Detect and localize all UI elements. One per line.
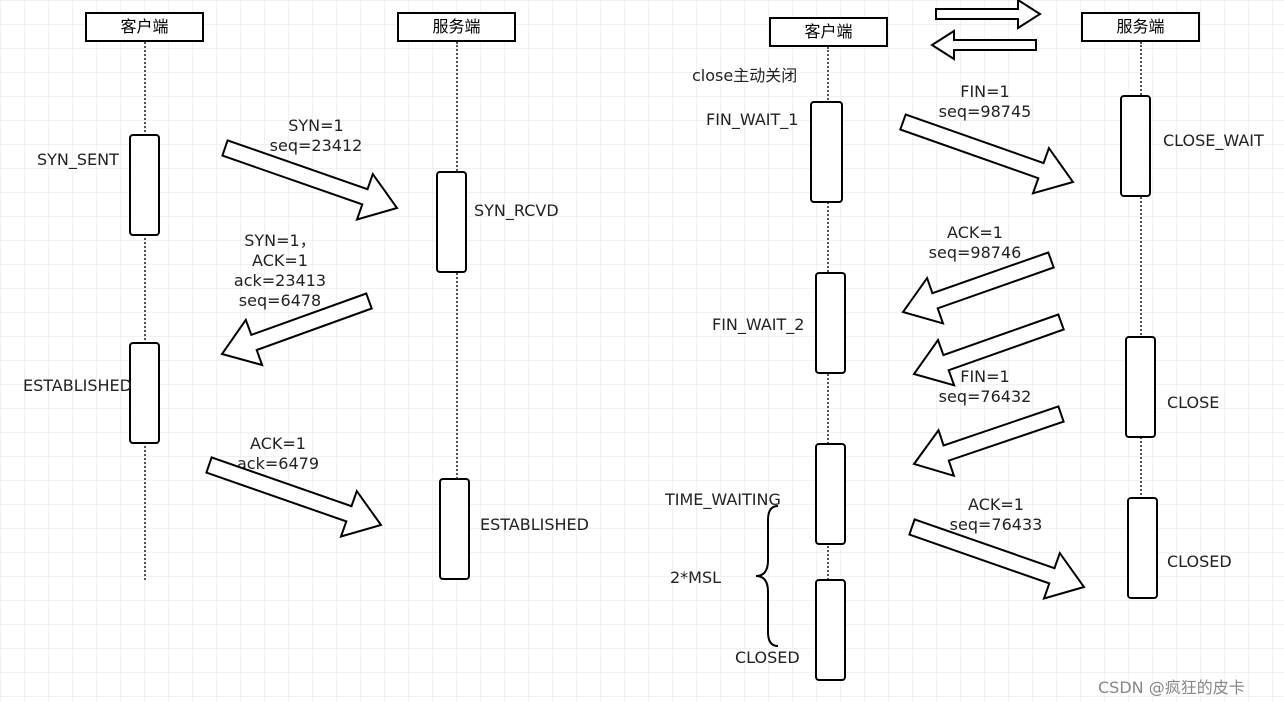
msg-fin2-label: FIN=1 seq=76432 <box>925 367 1045 407</box>
msg-fin1-label: FIN=1 seq=98745 <box>925 82 1045 122</box>
right-server-title: 服务端 <box>1116 17 1165 36</box>
msg-fin2-line2: seq=76432 <box>938 387 1032 406</box>
left-client-activation-2 <box>129 342 160 444</box>
msg-ack-line1: ACK=1 <box>250 434 306 453</box>
right-server-header: 服务端 <box>1081 12 1200 42</box>
state-server-closed: CLOSED <box>1167 552 1232 571</box>
msg-syn-line1: SYN=1 <box>288 116 344 135</box>
state-client-closed: CLOSED <box>735 648 800 667</box>
arrow-synack <box>220 292 373 367</box>
right-client-activation-4 <box>815 579 846 681</box>
msg-synack-label: SYN=1， ACK=1 ack=23413 seq=6478 <box>220 231 340 311</box>
left-client-lifeline <box>144 42 146 580</box>
msg-ack-line2: ack=6479 <box>237 454 319 473</box>
arrow-ack2 <box>908 518 1086 600</box>
msg-ack2-line2: seq=76433 <box>949 515 1043 534</box>
state-fin-wait-1: FIN_WAIT_1 <box>706 110 799 129</box>
close-note: close主动关闭 <box>692 66 798 85</box>
state-close-wait: CLOSE_WAIT <box>1163 131 1264 150</box>
left-client-activation-1 <box>129 134 160 236</box>
state-2msl: 2*MSL <box>670 568 722 587</box>
right-client-activation-1 <box>810 101 843 203</box>
left-server-activation-2 <box>439 478 470 580</box>
state-syn-rcvd: SYN_RCVD <box>474 201 559 220</box>
state-server-established: ESTABLISHED <box>480 515 589 534</box>
msg-synack-line4: seq=6478 <box>238 291 322 310</box>
msg-syn-label: SYN=1 seq=23412 <box>256 116 376 156</box>
msg-ack2-label: ACK=1 seq=76433 <box>936 495 1056 535</box>
arrow-ack3 <box>912 405 1065 478</box>
arrow-ack1 <box>901 251 1055 325</box>
msg-ack2-line1: ACK=1 <box>968 495 1024 514</box>
msg-ack1-line1: ACK=1 <box>947 223 1003 242</box>
arrow-syn <box>221 139 399 221</box>
left-server-lifeline <box>456 42 458 578</box>
state-client-established: ESTABLISHED <box>23 376 132 395</box>
left-server-title: 服务端 <box>432 17 481 36</box>
right-client-header: 客户端 <box>769 17 888 47</box>
state-syn-sent: SYN_SENT <box>37 150 119 169</box>
arrow-fin1 <box>899 113 1075 195</box>
arrow-fin2 <box>912 313 1065 387</box>
state-fin-wait-2: FIN_WAIT_2 <box>712 315 805 334</box>
msg-ack-label: ACK=1 ack=6479 <box>218 434 338 474</box>
right-client-title: 客户端 <box>804 22 853 41</box>
msg-ack1-line2: seq=98746 <box>928 243 1022 262</box>
msg-synack-line3: ack=23413 <box>233 271 327 290</box>
csdn-watermark: CSDN @疯狂的皮卡 <box>1098 678 1245 697</box>
msg-fin2-line1: FIN=1 <box>960 367 1010 386</box>
right-server-lifeline <box>1140 42 1142 598</box>
legend-arrow-right <box>935 0 1042 30</box>
right-server-activation-2 <box>1125 336 1156 438</box>
right-client-activation-3 <box>815 443 846 545</box>
right-server-activation-3 <box>1127 497 1158 599</box>
left-server-header: 服务端 <box>397 12 516 42</box>
time-wait-brace <box>755 505 779 647</box>
msg-ack1-label: ACK=1 seq=98746 <box>915 223 1035 263</box>
msg-synack-line2: ACK=1 <box>252 251 308 270</box>
msg-syn-line2: seq=23412 <box>269 136 363 155</box>
left-server-activation-1 <box>436 171 467 273</box>
state-time-waiting: TIME_WAITING <box>665 490 781 509</box>
legend-arrow-left <box>930 29 1037 61</box>
left-client-header: 客户端 <box>85 12 204 42</box>
msg-fin1-line1: FIN=1 <box>960 82 1010 101</box>
msg-fin1-line2: seq=98745 <box>938 102 1032 121</box>
right-client-activation-2 <box>815 272 846 374</box>
right-server-activation-1 <box>1120 95 1151 197</box>
state-close: CLOSE <box>1167 393 1220 412</box>
left-client-title: 客户端 <box>120 17 169 36</box>
arrow-ack <box>205 456 383 538</box>
msg-synack-line1: SYN=1， <box>244 231 316 250</box>
